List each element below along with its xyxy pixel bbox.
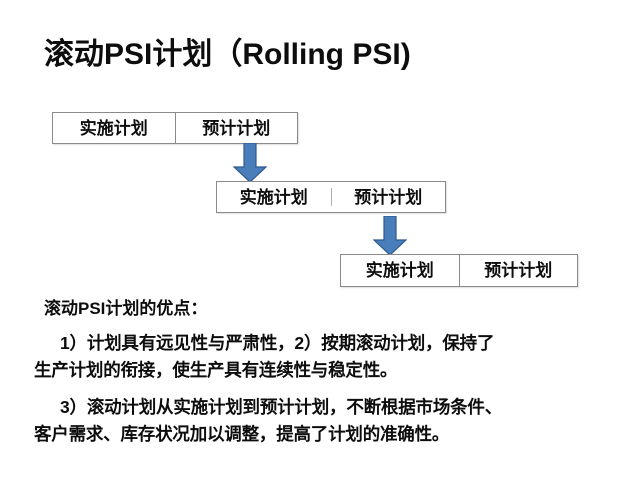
benefits-paragraph-2-line-1: 3）滚动计划从实施计划到预计计划，不断根据市场条件、: [60, 397, 503, 417]
flow-box-2-divider: [330, 188, 332, 206]
down-arrow-icon-2: [372, 215, 408, 256]
flow-box-2-right-label: 预计计划: [354, 187, 423, 207]
benefits-paragraph-1-line-2: 生产计划的衔接，使生产具有连续性与稳定性。: [34, 360, 398, 380]
flow-box-3[interactable]: 实施计划 预计计划: [340, 254, 578, 287]
benefits-paragraph-1: 1）计划具有远见性与严肃性，2）按期滚动计划，保持了 生产计划的衔接，使生产具有…: [34, 330, 634, 384]
flow-box-3-right-label: 预计计划: [484, 261, 553, 280]
flow-box-3-divider: [458, 255, 460, 286]
benefits-paragraph-2-line-2: 客户需求、库存状况加以调整，提高了计划的准确性。: [34, 424, 450, 444]
benefits-paragraph-1-line-1: 1）计划具有远见性与严肃性，2）按期滚动计划，保持了: [60, 333, 495, 353]
flow-box-1-left-label: 实施计划: [79, 118, 148, 138]
flow-box-2-left-label: 实施计划: [239, 187, 308, 207]
flow-box-1-divider: [174, 113, 176, 143]
benefits-heading: 滚动PSI计划的优点：: [44, 299, 208, 318]
flow-box-3-left-label: 实施计划: [365, 261, 434, 280]
page-title: 滚动PSI计划（Rolling PSI): [44, 38, 411, 71]
benefits-paragraph-2: 3）滚动计划从实施计划到预计计划，不断根据市场条件、 客户需求、库存状况加以调整…: [34, 394, 634, 448]
down-arrow-icon-1: [232, 142, 268, 183]
flow-box-1-right-label: 预计计划: [202, 118, 271, 138]
flow-box-2[interactable]: 实施计划 预计计划: [216, 181, 446, 213]
flow-box-1[interactable]: 实施计划 预计计划: [52, 112, 298, 144]
